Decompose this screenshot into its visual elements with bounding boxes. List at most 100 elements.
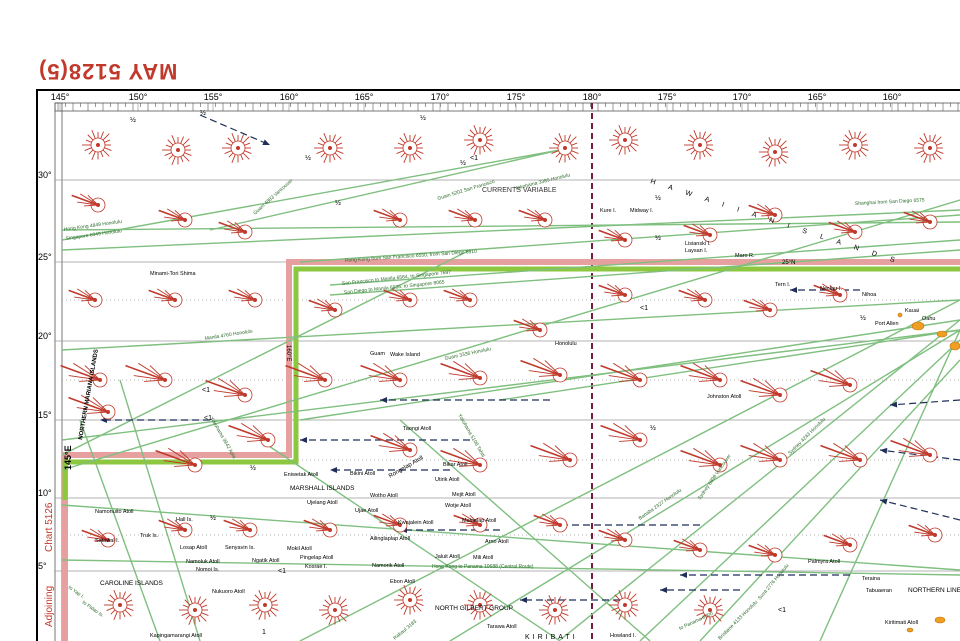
place-label: Ujae Atoll xyxy=(355,508,378,514)
rose-arrow xyxy=(861,147,869,151)
rose-arrow xyxy=(513,319,541,331)
route-line xyxy=(399,419,651,641)
rose-arrow xyxy=(598,529,626,541)
place-label: Pingelap Atoll xyxy=(300,555,333,561)
route-line xyxy=(61,249,471,456)
wind-rose xyxy=(609,590,639,620)
rose-center xyxy=(96,143,100,147)
rose-arrow xyxy=(614,529,626,541)
rose-arrow xyxy=(60,364,101,381)
place-label: Wotho Atoll xyxy=(370,493,398,499)
rose-arrow xyxy=(100,131,104,139)
rose-arrow xyxy=(168,154,174,160)
rose-arrow xyxy=(703,616,708,625)
rose-arrow xyxy=(448,460,481,466)
wind-rose xyxy=(440,447,488,473)
rose-arrow xyxy=(319,137,326,144)
rose-arrow xyxy=(461,513,481,526)
rose-arrow xyxy=(544,599,551,606)
current-arrowhead xyxy=(330,467,337,473)
rose-arrow xyxy=(174,464,196,467)
rose-arrow xyxy=(360,364,401,381)
rose-arrow xyxy=(691,223,711,236)
rose-arrow xyxy=(549,459,571,462)
rose-arrow xyxy=(748,204,776,216)
place-label: Honolulu xyxy=(555,341,577,347)
rose-arrow xyxy=(399,289,411,301)
rose-arrow xyxy=(197,616,201,623)
rose-arrow xyxy=(414,588,422,596)
wind-rose xyxy=(360,362,408,388)
rose-arrow xyxy=(861,139,868,143)
rose-arrow xyxy=(909,454,931,457)
wind-rose xyxy=(820,442,868,468)
place-label: Howland I. xyxy=(610,633,636,639)
route-label: Banaba 2327 Honolulu xyxy=(638,487,683,521)
rose-arrow xyxy=(528,370,561,376)
rose-arrow xyxy=(841,147,849,151)
rose-arrow xyxy=(68,396,109,413)
rose-arrow xyxy=(201,612,209,616)
rose-arrow xyxy=(748,544,776,556)
rose-arrow xyxy=(304,379,326,382)
rose-arrow xyxy=(932,134,936,142)
rose-arrow xyxy=(764,380,781,396)
rose-arrow xyxy=(403,133,408,142)
wind-rose xyxy=(743,298,778,318)
rose-arrow xyxy=(316,298,336,311)
place-label: Tabuaeran xyxy=(866,588,892,594)
rose-arrow xyxy=(293,375,326,381)
rose-arrow xyxy=(416,142,423,146)
rose-arrow xyxy=(166,208,186,221)
rose-arrow xyxy=(71,194,99,206)
rose-arrow xyxy=(399,137,406,144)
rose-arrow xyxy=(124,609,132,617)
rose-arrow xyxy=(600,364,641,381)
rose-arrow xyxy=(765,156,771,162)
place-label: Hall Is. xyxy=(176,517,193,523)
rose-arrow xyxy=(916,150,924,154)
rose-arrow xyxy=(844,445,861,461)
rose-arrow xyxy=(762,146,769,150)
rose-arrow xyxy=(247,439,269,442)
rose-arrow xyxy=(223,519,251,531)
rose-arrow xyxy=(919,211,931,223)
wind-rose xyxy=(530,442,578,468)
rose-arrow xyxy=(484,593,492,601)
rose-arrow xyxy=(845,149,851,155)
current-arrowhead xyxy=(262,139,270,145)
place-label: Kiritimati Atoll xyxy=(885,620,918,626)
wind-rose xyxy=(448,208,483,228)
rose-arrow xyxy=(228,289,256,301)
rose-arrow xyxy=(328,616,333,625)
rose-arrow xyxy=(466,524,481,527)
route-line xyxy=(329,239,960,286)
rose-arrow xyxy=(126,599,133,603)
rose-arrow xyxy=(244,150,252,154)
wind-rose xyxy=(373,513,408,533)
rose-arrow xyxy=(702,131,706,139)
rose-arrow xyxy=(598,284,626,296)
rose-arrow xyxy=(316,150,324,154)
rose-arrow xyxy=(473,611,478,620)
rose-arrow xyxy=(486,142,494,146)
current-arrowhead xyxy=(300,437,307,443)
marker-145e: 145°E xyxy=(63,445,73,470)
route-line xyxy=(449,329,960,641)
rose-arrow xyxy=(416,594,423,598)
rose-arrow xyxy=(227,137,234,144)
rose-arrow xyxy=(79,193,99,206)
lat-25n-label: 25°N xyxy=(782,260,795,266)
rose-arrow xyxy=(464,450,481,466)
rose-arrow xyxy=(469,129,476,136)
rose-arrow xyxy=(561,612,569,616)
rose-arrow xyxy=(716,604,723,608)
rose-arrow xyxy=(629,128,637,136)
rose-arrow xyxy=(693,447,721,466)
rose-arrow xyxy=(451,288,471,301)
wind-rose xyxy=(740,442,788,468)
rose-arrow xyxy=(530,444,571,461)
longitude-label: 155° xyxy=(204,92,223,102)
route-line xyxy=(299,299,960,641)
